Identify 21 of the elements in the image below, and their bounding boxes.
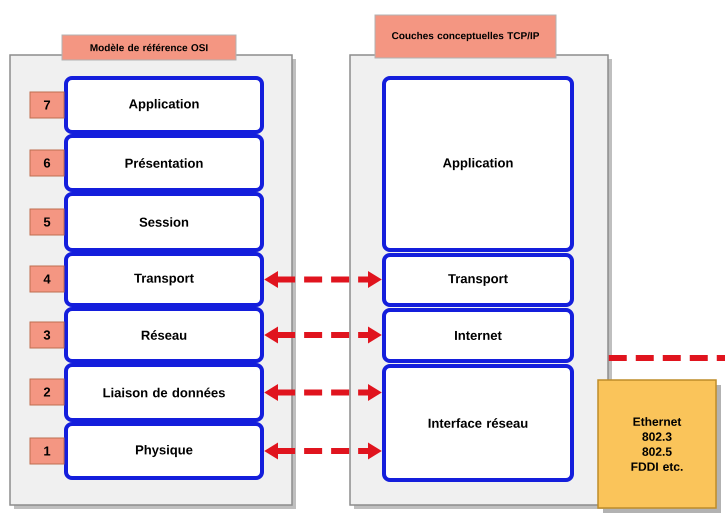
layer-box: Interface réseau [382,364,574,482]
layer-number: 6 [30,150,64,176]
layer-box: Transport [382,253,574,307]
layer-number: 5 [30,208,64,236]
layer-box: Transport [64,252,264,307]
node-label: Couches conceptuelles TCP/IP [392,32,540,42]
layer-box: Physique [64,422,264,480]
layer-box: Session [64,192,264,252]
node-label: Modèle de référence OSI [90,44,208,52]
layer-box: Réseau [64,307,264,363]
layer-box: Liaison de données [64,363,264,422]
layer-box: Application [64,76,264,134]
layer-box: Application [382,76,574,252]
standards-box: Ethernet 802.3 802.5 FDDI etc. [597,379,721,513]
layer-number: 1 [30,438,64,464]
layer-number: 2 [30,378,64,406]
layer-box: Présentation [64,134,264,192]
layer-number: 4 [30,266,64,292]
layer-number: 7 [30,92,64,118]
layer-box: Internet [382,308,574,363]
layer-number: 3 [30,322,64,348]
